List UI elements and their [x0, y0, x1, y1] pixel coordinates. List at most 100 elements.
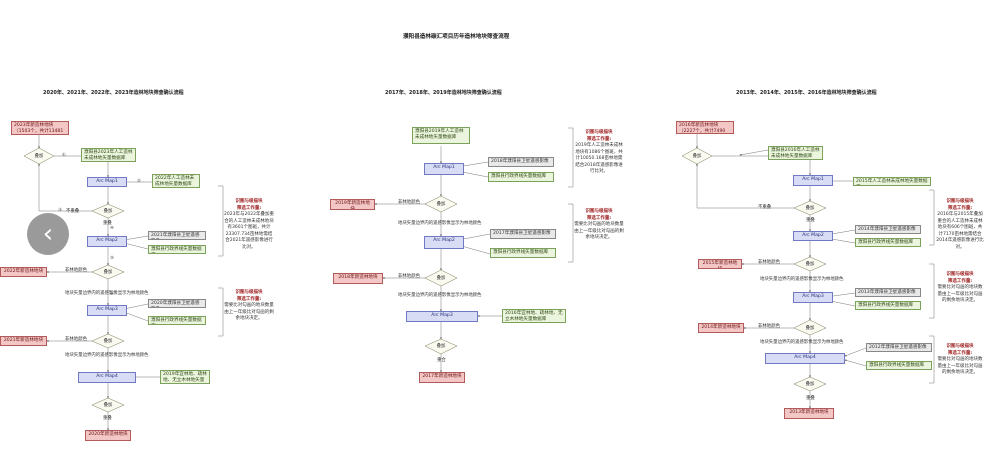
note-body: 需要比对勾画的地块数量由上一年级比对勾画的剩余地块决定。: [937, 285, 983, 304]
panel3-red-out3: 2013年新造林地块: [784, 408, 834, 419]
panel3-red-out2: 2014年新造林地块: [698, 323, 744, 333]
panel3-note2: 识图与级描块 筛选工作量: 需要比对勾画的地块数量由上一年级比对勾画的剩余地块决…: [936, 272, 984, 305]
decision-diamond: [793, 200, 827, 216]
diamond-label: 叠加: [103, 403, 113, 408]
overlap-label: 重叠: [806, 218, 815, 223]
diamond-label: 叠加: [805, 382, 815, 387]
decision-diamond: [424, 269, 458, 287]
note-body: 需要比对勾画的地块数量由上一年级比对勾画的剩余地块决定。: [224, 303, 274, 322]
back-nav-button[interactable]: ‹: [27, 213, 69, 255]
panel1-top-box: 2023年新造林地块（1503个，共计13481亩）: [11, 121, 69, 135]
chevron-left-icon: ‹: [42, 219, 54, 249]
panel3-red-out1: 2015年新造林地块: [698, 259, 742, 269]
diamond-label: 叠加: [436, 344, 446, 349]
panel3-green5: 濮阳县行政界线矢量数据库: [866, 361, 932, 370]
note-sub: 筛选工作量:: [947, 278, 973, 284]
panel3-title: 2013年、2014年、2015年、2016年造林地块筛查确认流程: [736, 90, 877, 96]
panel3-gray2: 2013年濮阳县卫星遥感影像: [855, 288, 921, 297]
panel3-gray3: 2012年濮阳县卫星遥感影像: [866, 343, 932, 352]
panel1-gray1: 2021年濮阳县卫星遥感影像: [148, 231, 206, 240]
page-title: 濮阳县造林碳汇项目历年造林地块筛查流程: [403, 34, 510, 40]
panel2-red-out1: 2019年新造林地块: [330, 199, 375, 210]
panel3-top-box: 2016年新造林地块（2227个，共计7490亩）: [676, 121, 734, 134]
decision-diamond: [91, 397, 125, 413]
nonforest-label: 非林地颜色: [65, 337, 87, 342]
note-body: 2023年与2022年叠加重合的人工造林未成林地块有3601个图斑，共计2330…: [224, 212, 274, 250]
note-sub: 筛选工作量:: [586, 136, 612, 142]
note-title: 识图与级描块: [946, 344, 974, 349]
arcmap-node: Arc Map4: [78, 372, 136, 383]
arcmap-node: Arc Map2: [87, 236, 127, 247]
decision-diamond: [91, 264, 125, 280]
decision-diamond: [424, 195, 458, 213]
caption-label: 地块矢量边界内的遥感影像显示为林地颜色: [65, 291, 149, 296]
decision-diamond: [793, 376, 827, 392]
caption-label: 地块矢量边界内的遥感影像显示为林地颜色: [760, 277, 844, 282]
diamond-label: 叠加: [34, 154, 44, 159]
diamond-label: 叠加: [436, 276, 446, 281]
panel3-green2: 2015年人工造林未成林地矢量数据库: [853, 177, 931, 186]
no-overlap-label: 不重叠: [758, 205, 772, 210]
panel3-gray1: 2014年濮阳县卫星遥感影像: [855, 225, 921, 234]
diamond-label: 叠加: [805, 326, 815, 331]
overlap-label: 重叠: [103, 416, 112, 421]
panel1-gray2: 2020年濮阳县卫星遥感影像: [148, 299, 206, 308]
decision-diamond: [91, 203, 125, 219]
note-sub: 筛选工作量:: [236, 205, 262, 211]
diamond-label: 叠加: [692, 154, 702, 159]
panel3-green1: 濮阳县2016年人工造林未成林地矢量数据库: [768, 146, 823, 160]
panel2-red-out3: 2017年新造林地块: [419, 372, 465, 383]
note-body: 需要比对勾画的地块数量由上一年级比对勾画的剩余地块决定。: [574, 222, 624, 241]
arcmap-node: Arc Map4: [765, 353, 845, 364]
step-marker: ②: [137, 179, 141, 184]
panel3-note3: 识图与级描块 筛选工作量: 需要比对勾画的地块数量由上一年级比对勾画的剩余地块决…: [936, 344, 984, 377]
panel1-green2: 2022年人工造林未成林地矢量数据库: [152, 174, 200, 188]
note-body: 2016年与2015年叠加重合的人工造林未成林地块有606个图斑，共计7170亩…: [936, 212, 984, 250]
panel2-green1: 濮阳县行政界线矢量数据库: [488, 172, 554, 182]
arcmap-node: Arc Map3: [87, 305, 127, 316]
arcmap-node: Arc Map3: [793, 292, 833, 303]
overlap-label: 重叠: [103, 221, 112, 226]
note-title: 识图与级描块: [235, 199, 263, 204]
overlap-label: 重合: [437, 358, 446, 363]
arcmap-node: Arc Map1: [87, 177, 127, 187]
panel1-green5: 2019年宜林地、疏林地、无立木林地矢量数据库: [160, 370, 210, 384]
panel2-gray1: 2018年濮阳县卫星遥感影像: [488, 157, 554, 167]
decision-diamond: [681, 147, 713, 165]
note-title: 识图与级描块: [235, 290, 263, 295]
nonforest-label: 非林地颜色: [398, 274, 420, 279]
arcmap-node: Arc Map2: [424, 236, 464, 249]
diamond-label: 叠加: [436, 202, 446, 207]
no-overlap-label: 不重叠: [66, 209, 80, 214]
diamond-label: 叠加: [103, 339, 113, 344]
arcmap-node: Arc Map3: [406, 311, 478, 322]
panel2-green2: 濮阳县行政界线矢量数据库: [490, 248, 556, 258]
step-marker: ①: [62, 153, 66, 158]
decision-diamond: [91, 333, 125, 349]
decision-diamond: [23, 147, 55, 165]
diamond-label: 叠加: [805, 206, 815, 211]
note-title: 识图与级描块: [585, 130, 613, 135]
panel1-title: 2020年、2021年、2022年、2023年造林地块筛查确认流程: [43, 90, 184, 96]
panel3-green3: 濮阳县行政界线矢量数据库: [855, 238, 921, 247]
decision-diamond: [793, 256, 827, 272]
nonforest-label: 非林地颜色: [65, 268, 87, 273]
panel3-note: 识图与级描块 筛选工作量: 2016年与2015年叠加重合的人工造林未成林地块有…: [936, 199, 984, 251]
nonforest-label: 非林地颜色: [758, 324, 780, 329]
step-marker: ⑥: [110, 292, 114, 297]
decision-diamond: [793, 319, 827, 336]
panel1-green3: 濮阳县行政界线矢量数据库: [148, 245, 206, 254]
overlap-label: 重叠: [806, 396, 815, 401]
diamond-label: 叠加: [103, 270, 113, 275]
diamond-label: 叠加: [103, 209, 113, 214]
step-marker: ③: [58, 208, 62, 213]
panel1-red-out2: 2021年新造林地块: [0, 336, 47, 346]
step-marker: ④: [110, 226, 114, 231]
note-sub: 筛选工作量:: [586, 215, 612, 221]
panel2-gray2: 2017年濮阳县卫星遥感影像: [490, 229, 556, 239]
arcmap-node: Arc Map1: [424, 163, 464, 175]
panel1-red-out1: 2022年新造林地块: [0, 267, 47, 277]
caption-label: 地块矢量边界内的遥感影像显示为林地颜色: [65, 353, 149, 358]
panel2-note2: 识图与级描块 筛选工作量: 需要比对勾画的地块数量由上一年级比对勾画的剩余地块决…: [574, 209, 624, 242]
caption-label: 地块矢量边界内的遥感影像显示为林地颜色: [398, 221, 482, 226]
